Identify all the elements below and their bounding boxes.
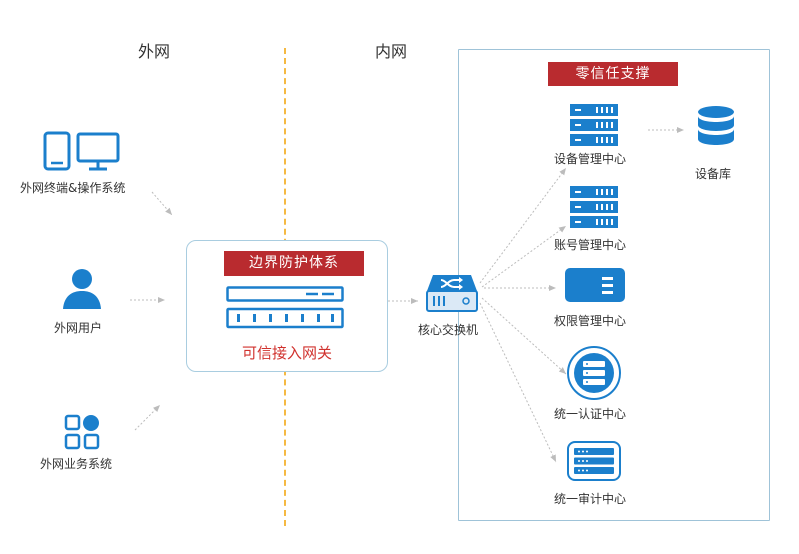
switch-label: 核心交换机 xyxy=(418,323,479,337)
app-grid-icon xyxy=(64,414,100,450)
server-icon xyxy=(570,104,618,146)
arrow-business-to-gateway xyxy=(134,404,161,431)
zone-label-internal: 内网 xyxy=(375,42,408,61)
gateway-title: 边界防护体系 xyxy=(224,251,364,276)
device-center-label: 设备管理中心 xyxy=(554,152,627,166)
terminal-device-icon xyxy=(43,131,120,171)
permission-server-icon xyxy=(565,268,625,302)
zero-trust-title: 零信任支撑 xyxy=(548,62,678,86)
arrow-switch-to-device-center xyxy=(479,167,567,284)
database-icon xyxy=(698,106,734,145)
arrow-terminal-to-gateway xyxy=(151,191,173,216)
terminal-label: 外网终端&操作系统 xyxy=(20,181,126,195)
arrow-switch-to-audit-center xyxy=(479,302,557,463)
audit-server-icon xyxy=(567,441,621,481)
gateway-subtitle: 可信接入网关 xyxy=(241,344,332,362)
business-label: 外网业务系统 xyxy=(40,457,113,471)
zone-label-external: 外网 xyxy=(138,42,171,61)
auth-server-icon xyxy=(567,346,621,400)
user-icon xyxy=(63,269,101,309)
user-label: 外网用户 xyxy=(54,321,103,335)
permission-center-label: 权限管理中心 xyxy=(554,314,627,328)
arrow-switch-to-auth-center xyxy=(481,297,567,375)
auth-center-label: 统一认证中心 xyxy=(554,407,627,421)
audit-center-label: 统一审计中心 xyxy=(554,492,627,506)
device-db-label: 设备库 xyxy=(695,167,732,181)
server-icon xyxy=(570,186,618,228)
switch-icon xyxy=(426,275,478,312)
account-center-label: 账号管理中心 xyxy=(554,238,627,252)
gateway-appliance-icon xyxy=(226,286,344,329)
arrow-switch-to-account-center xyxy=(481,225,567,288)
